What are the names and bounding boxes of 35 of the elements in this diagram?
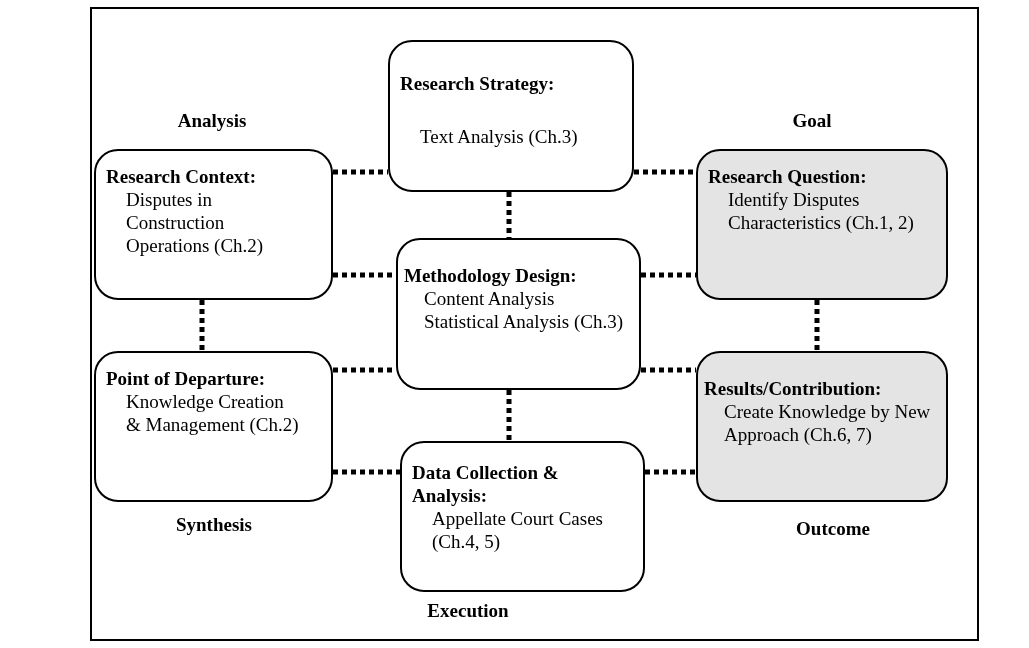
box-text: Identify Disputes Characteristics (Ch.1, 2) (728, 188, 915, 234)
phase-label: Synthesis (176, 514, 252, 536)
box-heading: Point of Departure: (106, 367, 265, 390)
box-text: Appellate Court Cases (Ch.4, 5) (432, 507, 604, 553)
dotted-connector (814, 300, 820, 351)
box-heading: Research Question: (708, 165, 867, 188)
rounded-box (396, 238, 641, 390)
dotted-connector (645, 469, 696, 475)
dotted-connector (333, 169, 388, 175)
box-heading: Data Collection & Analysis: (412, 461, 560, 507)
box-heading: Research Strategy: (400, 72, 555, 95)
phase-label: Goal (792, 110, 832, 132)
rounded-box (388, 40, 634, 192)
rounded-box (696, 351, 948, 502)
rounded-box (400, 441, 645, 592)
dotted-connector (199, 300, 205, 351)
dotted-connector (634, 169, 696, 175)
box-text: Content Analysis Statistical Analysis (Ch.3) (424, 287, 624, 333)
box-text: Create Knowledge by New Approach (Ch.6, 7) (724, 400, 932, 446)
box-heading: Research Context: (106, 165, 257, 188)
dotted-connector (506, 390, 512, 441)
rounded-box (94, 149, 333, 300)
box-text: Text Analysis (Ch.3) (420, 125, 578, 148)
box-text: Knowledge Creation & Management (Ch.2) (126, 390, 300, 436)
phase-label: Outcome (796, 518, 870, 540)
rounded-box (696, 149, 948, 300)
phase-label: Analysis (177, 110, 247, 132)
box-heading: Results/Contribution: (704, 377, 882, 400)
rounded-box (94, 351, 333, 502)
phase-label: Execution (427, 600, 509, 622)
dotted-connector (333, 469, 400, 475)
dotted-connector (506, 192, 512, 238)
box-heading: Methodology Design: (404, 264, 577, 287)
dotted-connector (641, 367, 696, 373)
box-text: Disputes in Construction Operations (Ch.2) (126, 188, 265, 257)
